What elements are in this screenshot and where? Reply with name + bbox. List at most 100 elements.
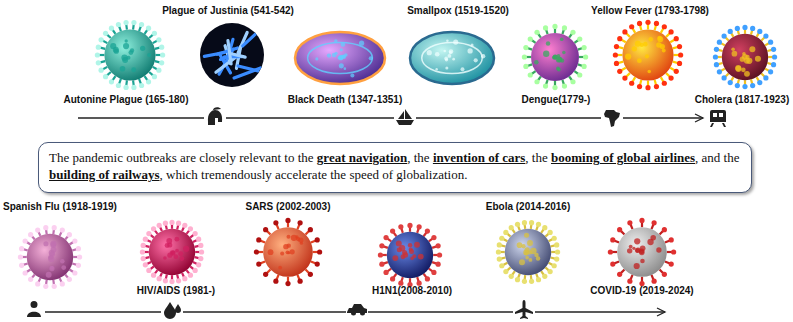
- illustration-part: [283, 244, 288, 249]
- illustration-part: [513, 299, 535, 321]
- illustration-part: [617, 272, 622, 277]
- illustration-part: [183, 246, 189, 252]
- illustration-part: [757, 80, 762, 85]
- illustration-part: [647, 70, 651, 74]
- illustration-part: [446, 39, 449, 42]
- illustration-part: [601, 107, 623, 129]
- illustration-part: [188, 273, 193, 278]
- highlight-phrase: invention of cars: [433, 150, 525, 165]
- illustration-part: [674, 36, 679, 41]
- illustration-part: [717, 69, 722, 74]
- illustration-part: [285, 281, 290, 286]
- illustration-part: [273, 220, 278, 225]
- text-run: , the: [525, 150, 551, 165]
- illustration-part: [394, 107, 416, 129]
- illustration-part: [671, 249, 676, 254]
- illustration-part: [123, 20, 128, 25]
- illustration-part: [96, 60, 101, 65]
- illustration-part: [617, 36, 622, 41]
- illustration-part: [505, 229, 551, 275]
- illustration-part: [742, 25, 747, 30]
- illustration-part: [49, 266, 54, 271]
- illustration-part: [50, 241, 56, 247]
- illustration-part: [60, 227, 65, 232]
- illustration-part: [196, 237, 201, 242]
- illustration-part: [750, 26, 755, 31]
- illustration-part: [629, 245, 633, 249]
- illustration-part: [163, 278, 168, 283]
- illustration-part: [449, 49, 454, 54]
- illustration-part: [103, 31, 108, 36]
- illustration-part: [125, 39, 128, 42]
- virus-image: [254, 218, 322, 286]
- illustration-part: [634, 238, 640, 244]
- illustration-part: [643, 42, 648, 47]
- illustration-part: [228, 41, 231, 64]
- virus-image: [95, 20, 165, 90]
- illustration-part: [334, 39, 338, 43]
- illustration-part: [256, 237, 261, 242]
- illustration-part: [152, 74, 157, 79]
- illustration-part: [141, 256, 146, 261]
- illustration-part: [662, 272, 667, 277]
- illustration-part: [768, 40, 773, 45]
- illustration-part: [648, 37, 653, 42]
- illustration-part: [121, 55, 127, 61]
- illustration-part: [763, 75, 768, 80]
- illustration-part: [143, 262, 148, 267]
- illustration-part: [397, 247, 402, 252]
- illustration-part: [668, 29, 673, 34]
- illustration-part: [379, 243, 384, 248]
- virus-image: [378, 223, 442, 287]
- illustration-part: [425, 228, 430, 233]
- illustration-part: [713, 54, 718, 59]
- illustration-part: [639, 218, 644, 223]
- illustration-part: [96, 45, 101, 50]
- illustration-part: [315, 262, 320, 267]
- virus-image: [608, 218, 676, 286]
- illustration-part: [529, 279, 534, 284]
- illustration-part: [647, 239, 653, 245]
- illustration-part: [23, 299, 45, 321]
- illustration-part: [548, 269, 553, 274]
- illustration-part: [431, 235, 436, 240]
- illustration-part: [295, 32, 385, 84]
- illustration-part: [452, 58, 455, 61]
- illustration-part: [519, 259, 525, 265]
- illustration-part: [610, 262, 615, 267]
- illustration-part: [528, 258, 532, 262]
- illustration-part: [131, 20, 136, 25]
- illustration-part: [398, 224, 403, 229]
- illustration-part: [286, 250, 290, 254]
- illustration-part: [552, 24, 557, 29]
- illustration-part: [534, 60, 539, 65]
- illustration-part: [453, 40, 458, 45]
- illustration-part: [662, 227, 667, 232]
- illustration-part: [669, 262, 674, 267]
- illustration-part: [157, 223, 162, 228]
- illustration-part: [123, 85, 128, 90]
- illustration-part: [123, 43, 129, 49]
- illustration-part: [182, 223, 187, 228]
- illustration-part: [383, 235, 388, 240]
- illustration-part: [290, 249, 295, 254]
- illustration-part: [744, 71, 750, 77]
- illustration-part: [417, 281, 422, 286]
- illustration-part: [232, 54, 246, 57]
- illustration-part: [657, 308, 665, 316]
- illustration-part: [645, 54, 649, 58]
- virus-image: [713, 25, 777, 89]
- illustration-part: [263, 227, 313, 277]
- illustration-part: [652, 220, 657, 225]
- illustration-part: [556, 67, 560, 71]
- illustration-part: [339, 63, 344, 68]
- illustration-part: [728, 80, 733, 85]
- pandemic-label: Cholera (1817-1923): [695, 94, 790, 106]
- illustration-part: [763, 33, 768, 38]
- illustration-part: [717, 40, 722, 45]
- illustration-part: [662, 24, 667, 29]
- illustration-part: [188, 226, 193, 231]
- illustration-part: [280, 252, 284, 256]
- illustration-part: [60, 281, 65, 286]
- illustration-part: [163, 256, 167, 260]
